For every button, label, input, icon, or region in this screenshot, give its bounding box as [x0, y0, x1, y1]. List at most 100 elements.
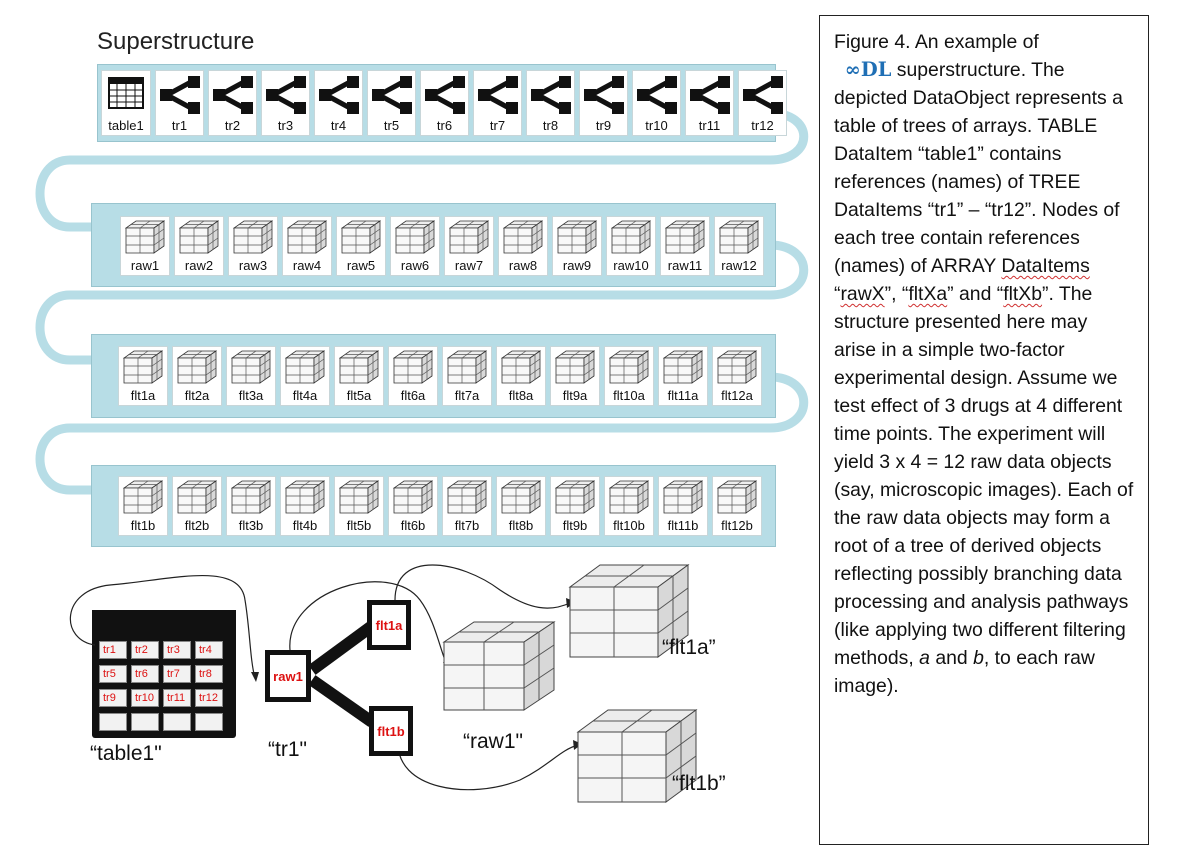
tree-item-label: tr5: [383, 118, 400, 133]
label-flt1a: “flt1a”: [662, 636, 716, 659]
tree-item-4: tr4: [314, 70, 363, 136]
big-table-cell: tr11: [163, 689, 191, 707]
caption-part-3: ”. The structure presented here may aris…: [834, 283, 1134, 669]
tree-icon: [424, 76, 465, 114]
flt-b-item-1: flt1b: [118, 476, 168, 536]
raw-item-label: raw6: [400, 258, 430, 273]
raw-item-label: raw12: [721, 258, 757, 273]
raw-item-5: raw5: [336, 216, 386, 276]
flt-a-item-label: flt8a: [508, 388, 534, 403]
tree-item-5: tr5: [367, 70, 416, 136]
label-table1: “table1": [90, 742, 162, 765]
tree-icon: [530, 76, 571, 114]
flt-a-item-label: flt12a: [721, 388, 753, 403]
flt-b-item-label: flt7b: [454, 518, 480, 533]
big-table-cell: [131, 713, 159, 731]
arrow-flt1b: [397, 739, 579, 791]
caption-part-2: superstructure. The depicted DataObject …: [834, 59, 1123, 277]
flt-b-item-8: flt8b: [496, 476, 546, 536]
array-icon: [231, 480, 271, 514]
array-icon: [609, 480, 649, 514]
big-table-cell: [195, 713, 223, 731]
flt-a-item-label: flt9a: [562, 388, 588, 403]
label-tr1: “tr1": [268, 738, 307, 761]
array-icon: [285, 350, 325, 384]
array-icon: [501, 480, 541, 514]
tree-icon: [212, 76, 253, 114]
array-icon: [717, 350, 757, 384]
array-icon: [663, 350, 703, 384]
raw-item-4: raw4: [282, 216, 332, 276]
flt-a-item-label: flt7a: [454, 388, 480, 403]
flt-b-item-label: flt5b: [346, 518, 372, 533]
table-cell: table1: [101, 70, 151, 136]
flt-b-item-label: flt2b: [184, 518, 210, 533]
flt-a-item-4: flt4a: [280, 346, 330, 406]
caption-quote-2: ”, “: [884, 283, 909, 305]
flt-b-item-label: flt1b: [130, 518, 156, 533]
big-table-cell: tr8: [195, 665, 223, 683]
flt-a-item-label: flt3a: [238, 388, 264, 403]
caption-part-5: , to each raw image).: [834, 647, 1095, 697]
flt-a-item-label: flt10a: [613, 388, 645, 403]
array-icon: [447, 480, 487, 514]
flt-b-item-label: flt3b: [238, 518, 264, 533]
flt-a-item-label: flt5a: [346, 388, 372, 403]
raw-item-9: raw9: [552, 216, 602, 276]
array-icon: [719, 220, 759, 254]
big-table-cell: tr7: [163, 665, 191, 683]
tree-item-11: tr11: [685, 70, 734, 136]
raw-item-6: raw6: [390, 216, 440, 276]
tree-icon: [742, 76, 783, 114]
array-icon: [557, 220, 597, 254]
tree-icon: [689, 76, 730, 114]
flt-b-item-label: flt12b: [721, 518, 753, 533]
big-table-cell: [99, 713, 127, 731]
flt-a-item-7: flt7a: [442, 346, 492, 406]
flt-a-item-9: flt9a: [550, 346, 600, 406]
big-table-cell: tr2: [131, 641, 159, 659]
array-icon: [501, 350, 541, 384]
array-icon: [555, 350, 595, 384]
flt-b-item-10: flt10b: [604, 476, 654, 536]
array-icon: [665, 220, 705, 254]
label-raw1: “raw1": [463, 730, 523, 753]
flt-b-item-2: flt2b: [172, 476, 222, 536]
raw-item-label: raw9: [562, 258, 592, 273]
flt-a-item-2: flt2a: [172, 346, 222, 406]
tree-icon: [583, 76, 624, 114]
tree-item-label: tr7: [489, 118, 506, 133]
caption-word-fltxa: fltXa: [908, 283, 948, 305]
figure-caption: Figure 4. An example of ∞DL superstructu…: [819, 15, 1149, 845]
array-icon: [717, 480, 757, 514]
flt-a-item-label: flt1a: [130, 388, 156, 403]
flt-a-item-12: flt12a: [712, 346, 762, 406]
array-icon: [123, 350, 163, 384]
array-icon: [177, 350, 217, 384]
tree-item-1: tr1: [155, 70, 204, 136]
tree-item-label: tr11: [698, 118, 721, 133]
tree-icon: [371, 76, 412, 114]
tree-item-label: tr6: [436, 118, 453, 133]
table-label: table1: [108, 118, 144, 133]
raw-item-label: raw11: [667, 258, 703, 273]
branch-a: [308, 621, 376, 675]
tree-item-6: tr6: [420, 70, 469, 136]
flt-b-item-9: flt9b: [550, 476, 600, 536]
raw-item-label: raw5: [346, 258, 376, 273]
raw-item-3: raw3: [228, 216, 278, 276]
raw-item-label: raw3: [238, 258, 268, 273]
big-table-cell: tr12: [195, 689, 223, 707]
label-flt1b: “flt1b”: [672, 772, 726, 795]
caption-word-dataitems: DataItems: [1001, 255, 1090, 277]
array-icon: [231, 350, 271, 384]
array-icon: [555, 480, 595, 514]
tree-icon: [265, 76, 306, 114]
flt-a-item-5: flt5a: [334, 346, 384, 406]
array-icon: [179, 220, 219, 254]
connector-3: [35, 372, 809, 495]
tree-item-8: tr8: [526, 70, 575, 136]
tree-item-2: tr2: [208, 70, 257, 136]
